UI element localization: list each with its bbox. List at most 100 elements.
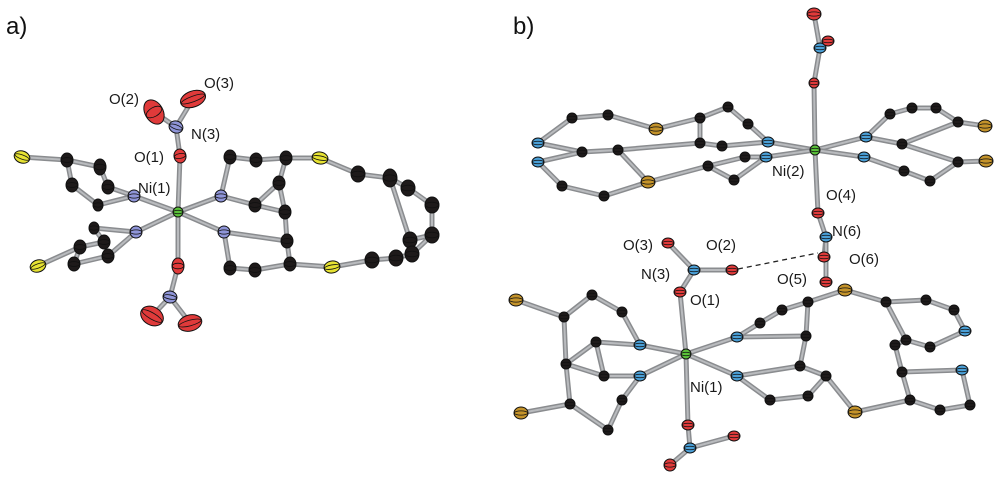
atom-a_O1b [171,257,185,275]
bond-b_Ni1-b_Ob [685,353,689,426]
atom-a_O3 [179,89,207,109]
atom-b_t19 [952,156,964,168]
atom-a_c4 [65,177,79,193]
atom-b_c22 [924,341,936,353]
atom-b_c17 [794,360,806,372]
atom-a_c27 [364,251,380,269]
atom-b_c26 [964,399,976,411]
bond-a_Ni-a_N2 [135,211,179,233]
bond-b_c9-b_c5 [565,363,605,377]
atom-a_N2 [129,225,143,239]
atom-b_O1 [673,286,687,298]
atom-label-O1-b: O(1) [690,292,720,309]
atom-b_O5 [819,276,833,288]
bond-b_Ni1-b_N4b [685,353,738,377]
atom-b_S1b [508,293,524,307]
bond-b_c21-b_c18 [885,301,907,341]
atom-b_N6 [819,231,833,243]
atom-b_N3 [687,264,701,276]
bond-b_Ni1-b_N3b [685,336,738,355]
atom-a_c12 [249,152,263,168]
atom-b_S4b [847,405,863,419]
atom-b_c25 [934,404,946,416]
atom-b_O3 [661,237,675,249]
atom-b_t18 [924,175,936,187]
bond-b_c26-b_Nr2 [961,369,971,406]
atom-a_c19 [280,233,294,249]
atom-b_t13 [884,108,896,120]
atom-a_S4 [323,260,341,274]
atom-b_t9 [702,160,714,172]
atom-b_t6 [694,137,706,149]
atom-a_c29 [404,245,420,263]
bond-b_Nb-b_Ob2 [689,435,735,449]
bond-b_Nr1-b_c22 [929,330,966,348]
bond-b_N4b-b_c14 [736,375,771,401]
atom-b_N2 [759,151,773,163]
bond-b_t18-b_t19 [929,161,959,182]
bond-b_S1b-b_c1 [515,299,565,318]
atom-b_c16 [820,370,832,382]
atom-b_t12 [739,151,751,163]
atom-a_c21 [350,165,366,183]
bond-b_t8-b_S2 [603,181,649,197]
atom-b_S3 [977,119,993,133]
atom-label-Ni2-b: Ni(2) [772,163,805,180]
atom-a_c18 [248,262,262,278]
atoms-layer [13,7,994,472]
atom-b_Ot1 [806,7,822,21]
bond-a_Ni-a_N4 [177,195,222,213]
bond-b_c7-b_c8 [607,399,623,431]
bond-b_t10-b_N2 [733,156,767,181]
atom-b_N2b [633,370,647,382]
atom-a_S1 [13,150,31,164]
atom-a_c13 [279,150,293,166]
atom-b_c24 [904,394,916,406]
bond-b_c6-b_c7 [569,403,609,431]
bond-b_t2-b_S1 [607,114,657,130]
atom-b_Nr1 [958,325,972,337]
atom-a_c24 [424,196,440,214]
atom-a_O1 [173,148,187,164]
atom-b_Ni2 [809,144,821,156]
atom-b_N3b [730,331,744,343]
atom-a_N3b [162,290,178,304]
atom-b_t22 [612,144,624,156]
atom-a_c25 [424,226,440,244]
atom-b_t11 [716,140,728,152]
atom-label-O3-a: O(3) [204,75,234,92]
atom-b_t14 [906,102,918,114]
atom-b_N4b [730,370,744,382]
atom-b_Ob1 [663,458,677,472]
panel-b-label: b) [513,13,534,40]
atom-label-Ni1-b: Ni(1) [690,379,723,396]
bond-b_Ni1-b_N1b [639,344,687,355]
atom-a_c7 [97,234,111,250]
bond-b_Ot-b_Nt [813,47,821,84]
atom-b_t5 [742,118,754,130]
panel-a-label: a) [6,13,27,40]
bond-b_Ni2-b_Ot [813,82,816,151]
atom-a_c6 [73,239,87,255]
atom-a_O3b [177,314,203,332]
bond-b_c3-b_N1b [621,311,641,346]
atom-b_N4t [857,151,871,163]
bond-b_c1-b_c2 [563,294,593,318]
bond-b_c2-b_c3 [591,294,623,313]
bond-a_c26-a_c22 [389,177,411,241]
atom-a_c3 [101,179,115,195]
bond-b_N1-b_t11 [721,141,769,147]
atom-a_c1 [60,152,74,168]
atom-a_c22 [382,168,398,188]
atom-b_c23 [896,366,908,378]
atom-b_Ob2 [727,430,741,442]
atom-b_t3 [694,112,706,124]
bond-b_c5-b_c1 [563,316,567,365]
atom-b_N3t [859,131,873,143]
atom-label-O6-b: O(6) [849,251,879,268]
atom-b_O4 [811,207,825,219]
atom-b_c21 [900,334,912,346]
atom-b_c27 [889,339,901,351]
atom-a_c16 [278,204,292,220]
